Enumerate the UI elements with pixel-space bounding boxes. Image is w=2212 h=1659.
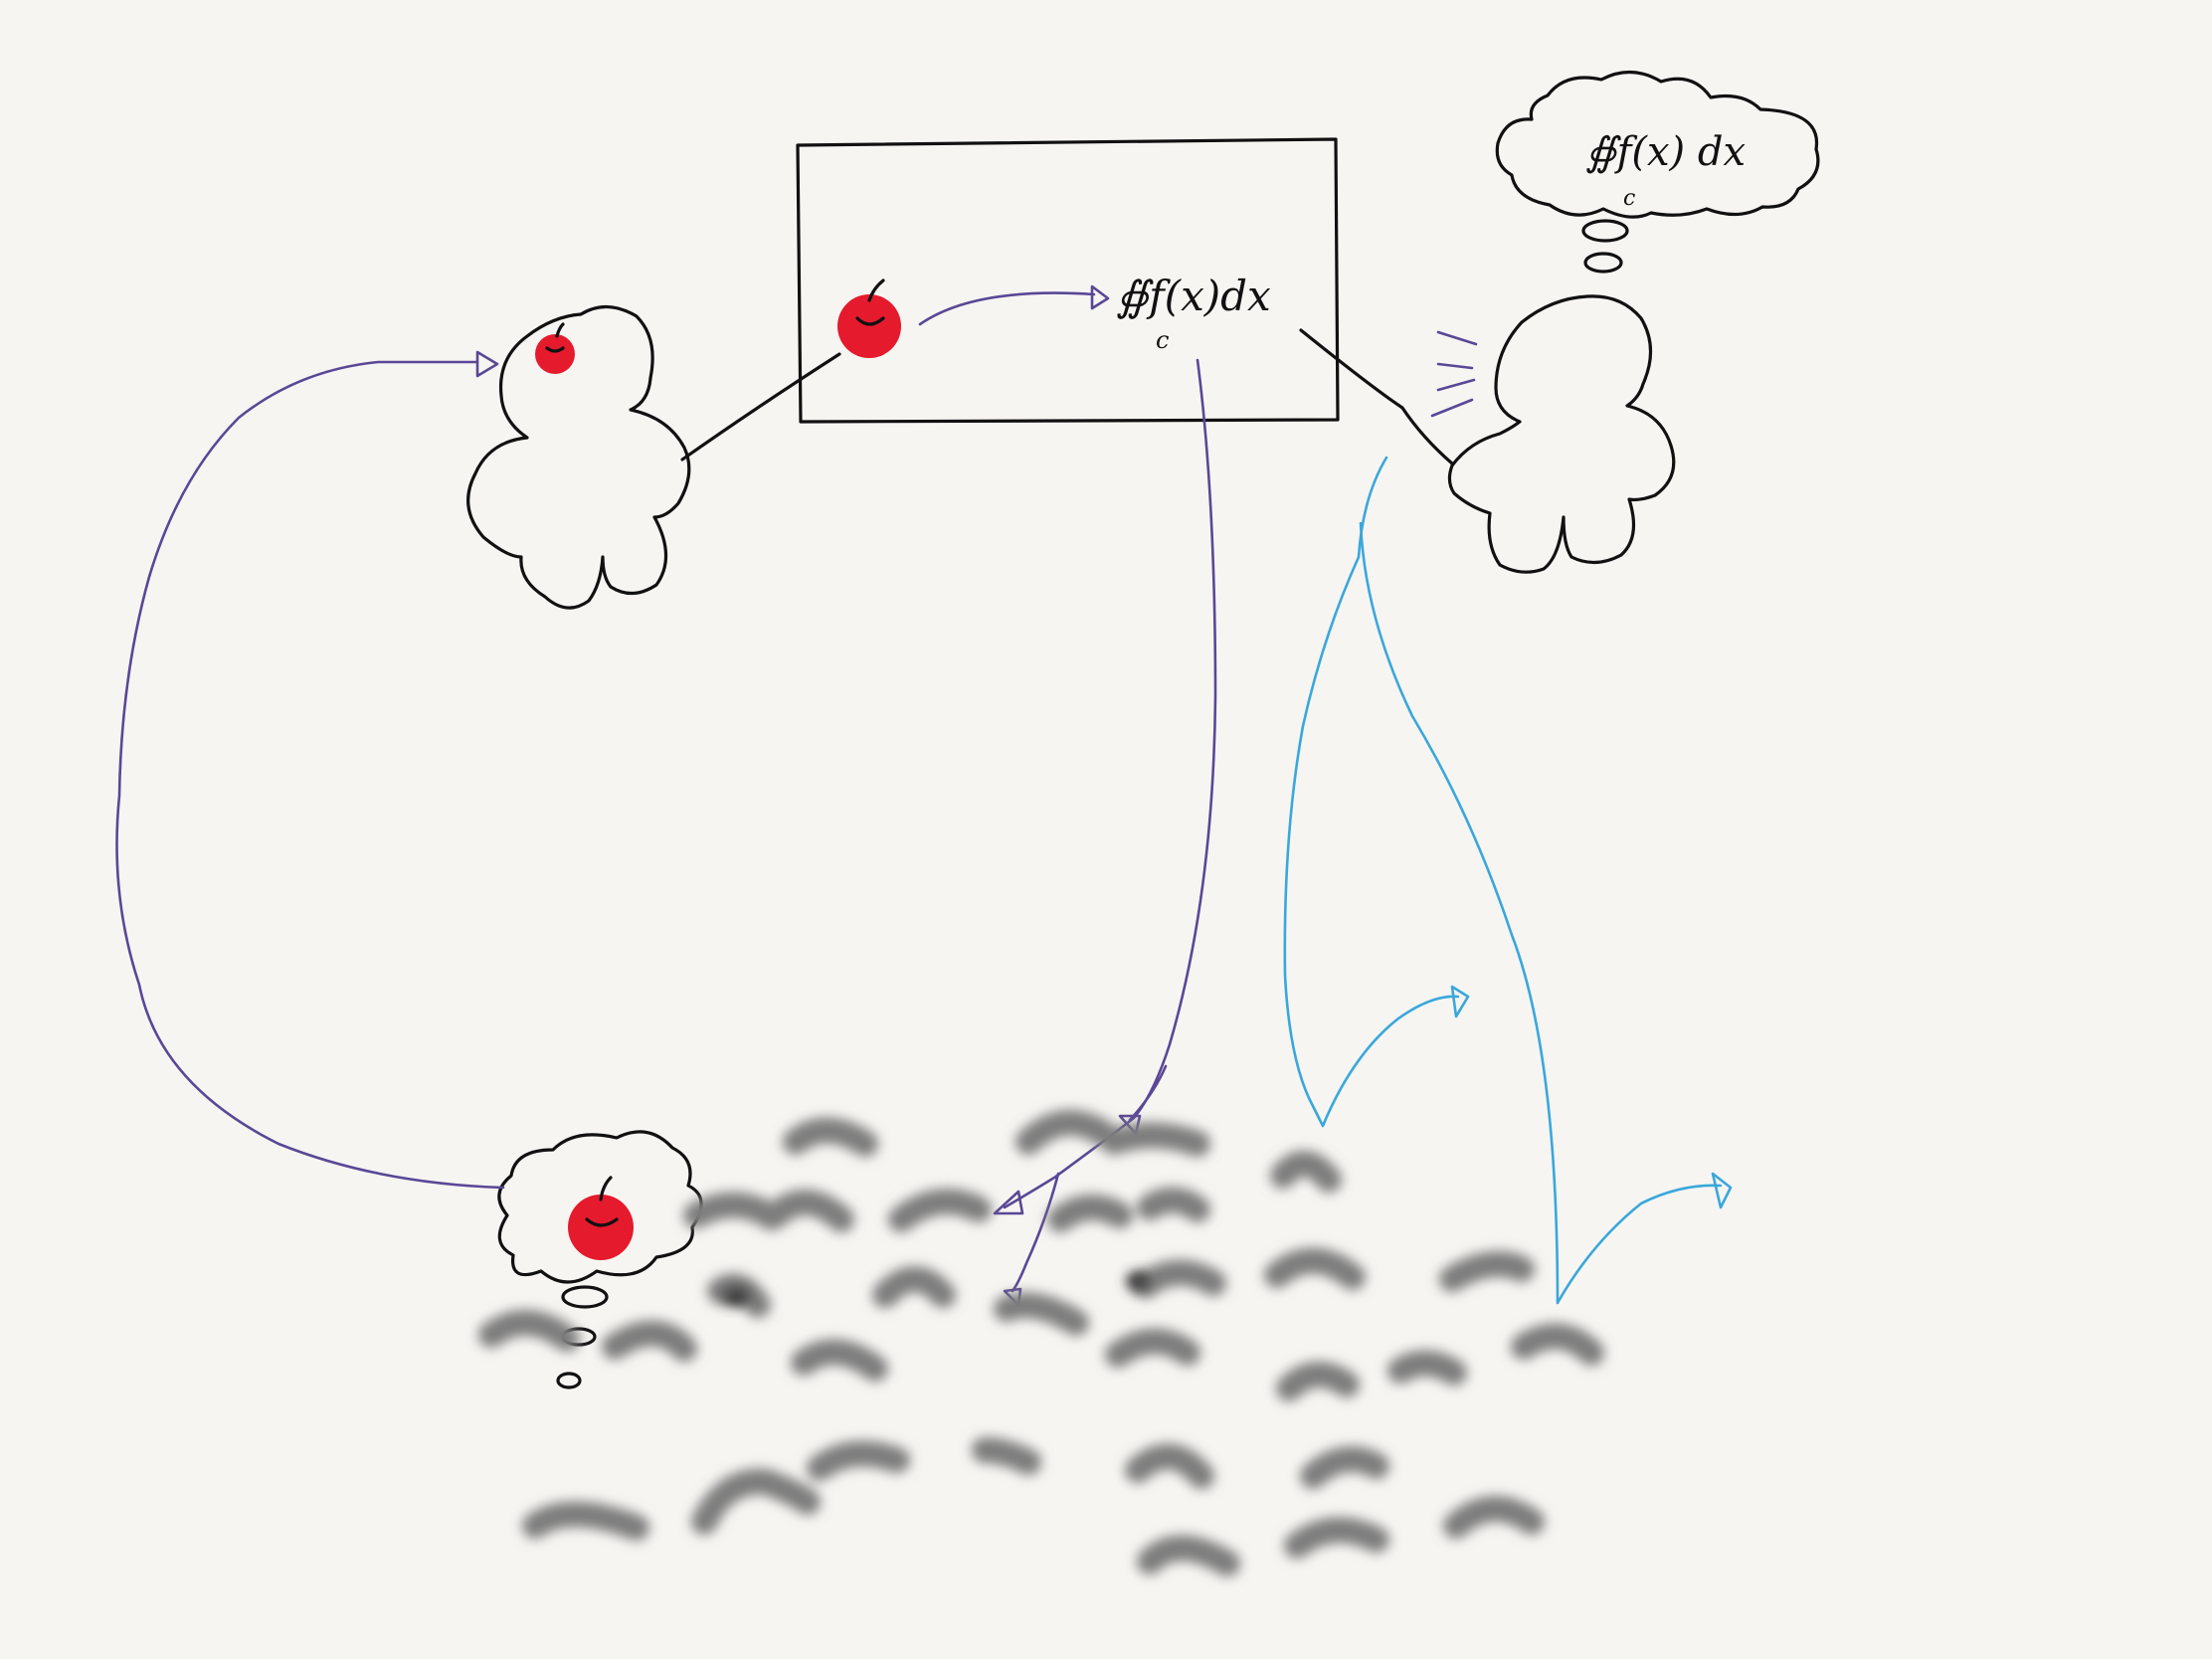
formula-branch-arrow-1 (1128, 1064, 1168, 1122)
apple-icon (837, 278, 901, 358)
thought-bubble-icon (1495, 70, 1820, 219)
right-bubble-formula-subscript: c (1623, 186, 1635, 211)
crowd-head (1137, 1535, 1240, 1576)
influence-arrow-1 (1283, 456, 1460, 1128)
speech-lines-icon (1430, 330, 1478, 418)
crowd-head (1133, 1259, 1226, 1298)
feedback-loop-arrow (115, 360, 505, 1190)
apple-icon (568, 1176, 634, 1260)
crowd-head (683, 1192, 785, 1230)
crowd-head (1300, 1446, 1389, 1489)
pointer-stick-left (680, 352, 841, 461)
crowd-head (691, 1468, 821, 1535)
influence-arrow-2 (1359, 521, 1723, 1305)
formula-to-crowd-arrow (1003, 358, 1217, 1209)
crowd-head (602, 1320, 697, 1362)
crowd-head (994, 1292, 1089, 1336)
apple-icon (535, 322, 575, 374)
thought-bubble-left (497, 1130, 703, 1389)
crowd-head (1015, 1109, 1117, 1155)
crowd-head (1511, 1323, 1604, 1366)
crowd-head (1270, 1151, 1342, 1193)
crowd-head (763, 1190, 854, 1232)
person-right (1299, 294, 1676, 574)
crowd-head-shadow (1126, 1271, 1150, 1291)
board-formula-subscript: c (1156, 326, 1169, 354)
crowd-head (791, 1339, 888, 1382)
crowd-head (1105, 1328, 1200, 1368)
thought-dot-large (1581, 219, 1629, 243)
crowd-head (1276, 1361, 1360, 1401)
right-bubble-formula: ∯f(x) dx (1585, 129, 1746, 175)
pointer-stick-right (1299, 328, 1454, 465)
formula-branch-arrow-2 (1011, 1172, 1060, 1293)
crowd-head (1125, 1443, 1214, 1489)
formula-to-crowd-arrowhead-icon (993, 1190, 1024, 1215)
crowd-head (478, 1310, 580, 1352)
thought-bubble-icon (497, 1130, 703, 1284)
crowd-dark-accents (722, 1271, 1150, 1307)
board: ∯f(x)dx c (796, 137, 1340, 424)
crowd-head (1047, 1194, 1133, 1232)
influence-arrowhead-2-icon (1711, 1172, 1733, 1209)
crowd-head (522, 1501, 649, 1541)
crowd-head (1137, 1187, 1210, 1222)
person-silhouette-icon (1447, 294, 1676, 574)
crowd-head (783, 1117, 878, 1157)
board-formula: ∯f(x)dx (1116, 272, 1271, 320)
board-frame (796, 137, 1340, 424)
crowd-head (1264, 1247, 1366, 1290)
person-silhouette-icon (466, 304, 691, 610)
crowd-head (1439, 1250, 1535, 1292)
apple-to-formula-arrow (918, 291, 1096, 326)
crowd-head (972, 1437, 1041, 1475)
crowd-head (888, 1189, 992, 1232)
crowd-head (1387, 1350, 1467, 1385)
crowd-head-shadow (722, 1287, 750, 1307)
crowd-head (807, 1440, 910, 1481)
thought-dot-large (561, 1285, 609, 1309)
crowd-head (1284, 1517, 1389, 1559)
crowd-head (1443, 1496, 1545, 1539)
crowd-head (1101, 1122, 1210, 1157)
thought-dot-small (556, 1372, 582, 1389)
feedback-loop-arrowhead-icon (475, 350, 499, 378)
crowd-head (872, 1266, 956, 1308)
apple-to-formula-arrowhead-icon (1090, 284, 1110, 310)
thought-bubble-right: ∯f(x) dx c (1495, 70, 1820, 274)
person-left (466, 304, 841, 610)
influence-arrowhead-1-icon (1450, 985, 1470, 1018)
thought-dot-small (1583, 252, 1623, 274)
crowd (478, 1109, 1604, 1576)
